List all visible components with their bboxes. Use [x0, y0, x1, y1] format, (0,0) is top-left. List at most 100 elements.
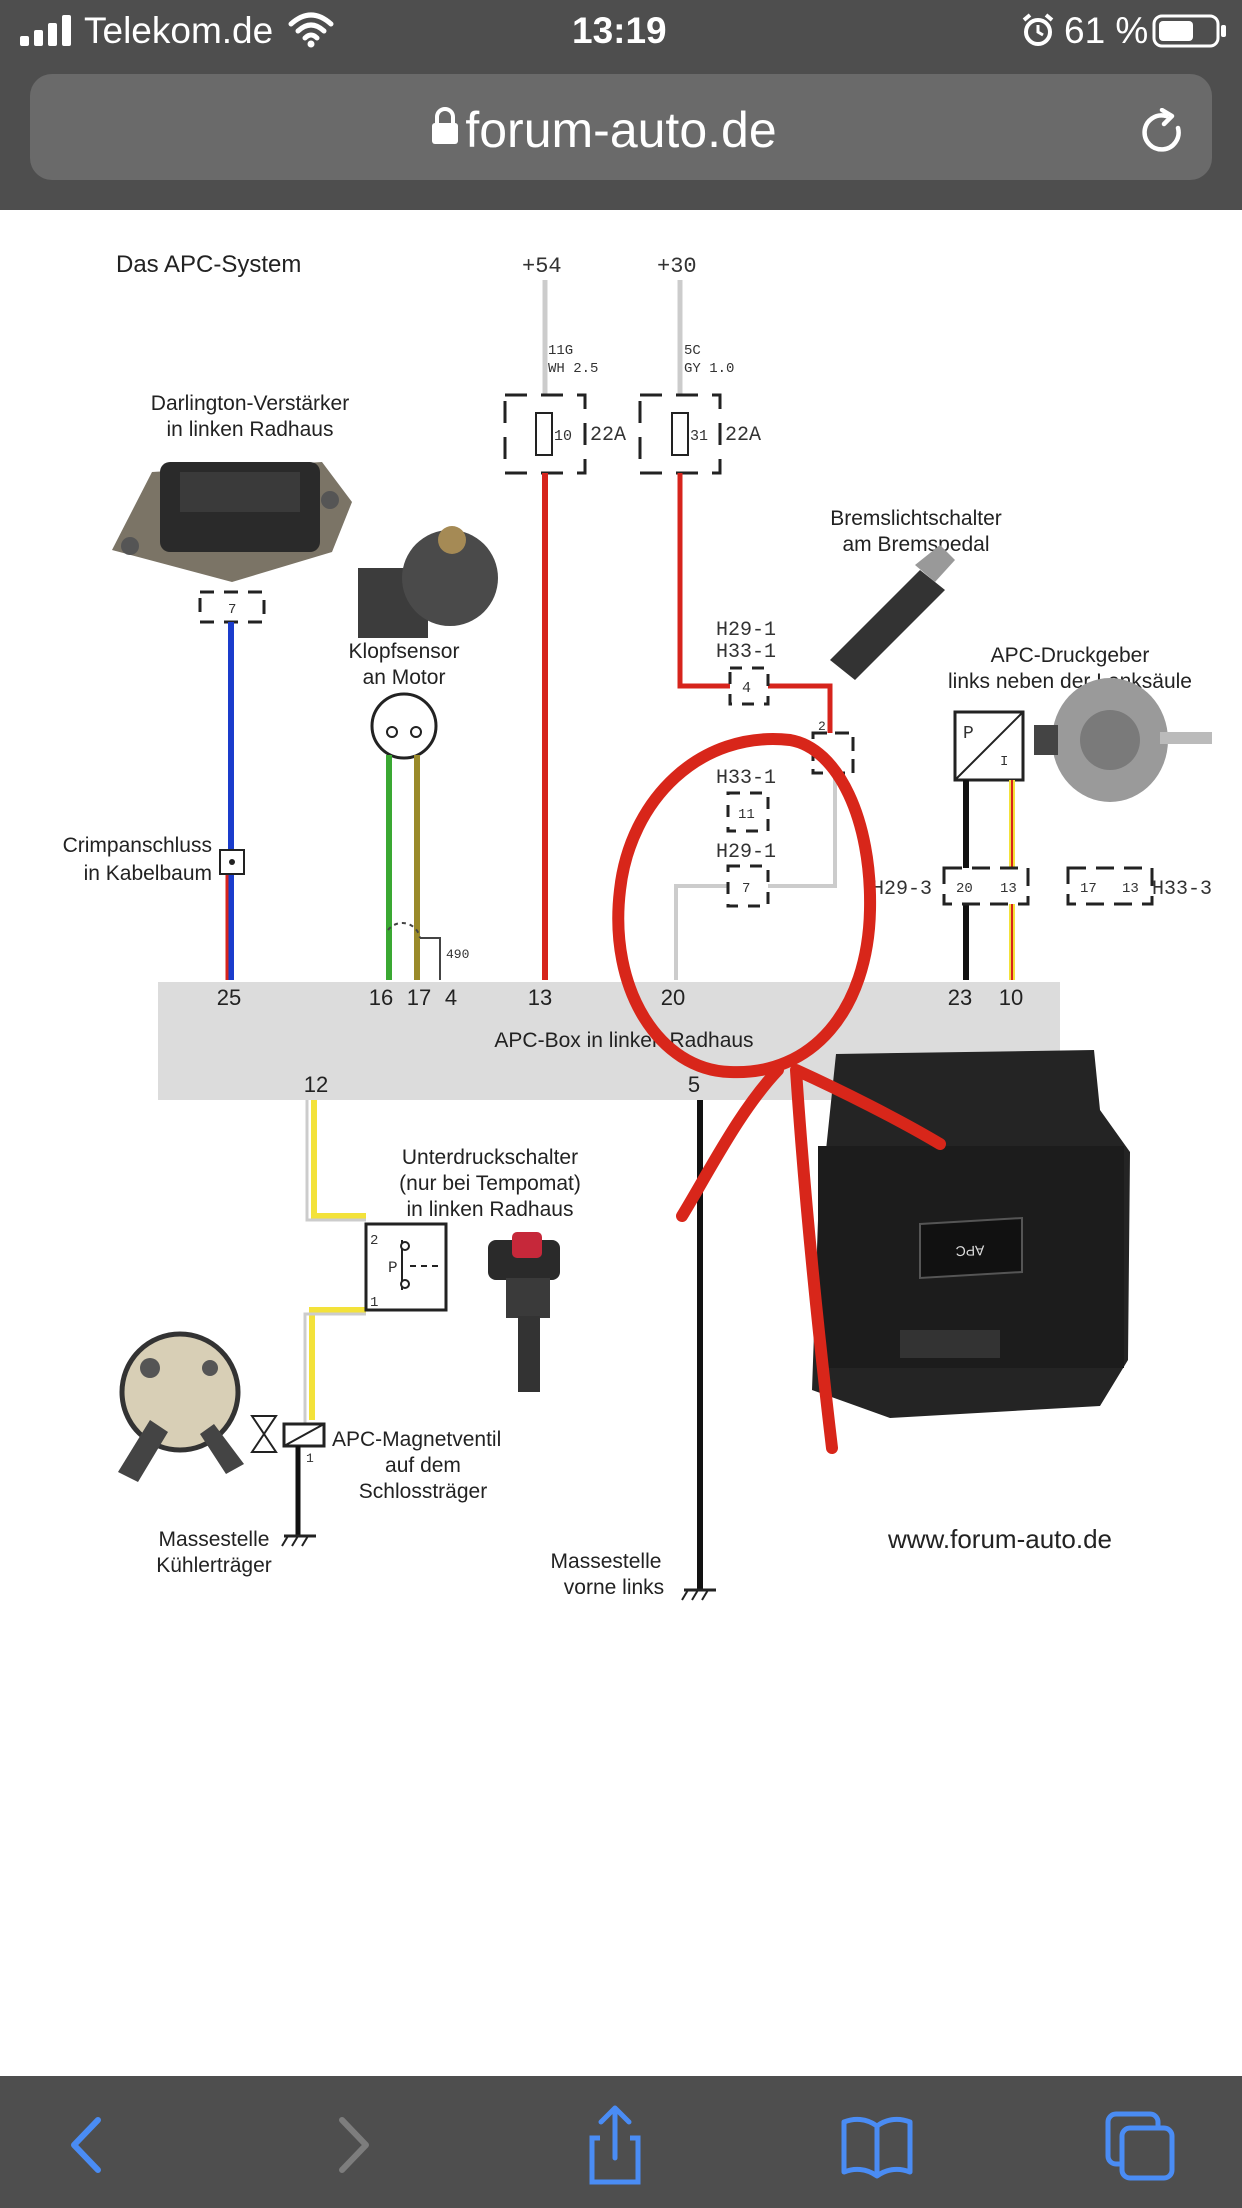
- wifi-icon: [288, 12, 334, 48]
- apc-ecu-image: APC: [812, 1050, 1130, 1418]
- h33-3-label: H33-3: [1152, 878, 1212, 901]
- brake-switch-label-2: am Bremspedal: [842, 533, 989, 556]
- ground-2-symbol: [681, 1588, 716, 1601]
- h33-3-pin-13: 13: [1122, 881, 1139, 897]
- brake-pin-2: 2: [818, 719, 826, 734]
- fuse-1: 10 22A: [503, 393, 626, 475]
- forward-icon[interactable]: [306, 2100, 396, 2190]
- pin-25: 25: [217, 985, 241, 1010]
- knock-sensor-symbol: [370, 692, 438, 760]
- pin-10: 10: [999, 985, 1023, 1010]
- wire-gy-label: GY 1.0: [684, 361, 734, 377]
- knock-sensor-label-1: Klopfsensor: [349, 640, 460, 663]
- darlington-label-2: in linken Radhaus: [167, 418, 334, 441]
- pin-20: 20: [661, 985, 685, 1010]
- h33-1-label-mid: H33-1: [716, 767, 776, 790]
- pin-23: 23: [948, 985, 972, 1010]
- h29-1-label-top: H29-1: [716, 619, 776, 642]
- vacuum-switch-p: P: [388, 1259, 398, 1277]
- h29-3-pin-20: 20: [956, 881, 973, 897]
- h33-1-label-top: H33-1: [716, 641, 776, 664]
- wire-5c-label: 5C: [684, 343, 701, 359]
- ground-1-label-1: Massestelle: [159, 1528, 270, 1551]
- pressure-sensor-image: [1034, 678, 1212, 802]
- brake-switch-image: [830, 545, 955, 680]
- pressure-sensor-label-1: APC-Druckgeber: [991, 644, 1150, 667]
- magnet-valve-symbol: 1: [250, 1415, 326, 1466]
- pressure-sensor-symbol: P I: [953, 710, 1025, 782]
- vacuum-switch-label-1: Unterdruckschalter: [402, 1146, 578, 1169]
- address-bar[interactable]: forum-auto.de: [30, 74, 1212, 180]
- terminal-30-label: +30: [657, 254, 697, 279]
- magnet-valve-label-1: APC-Magnetventil: [332, 1428, 501, 1451]
- pin-13: 13: [528, 985, 552, 1010]
- wire-12-yellow: [311, 1100, 366, 1219]
- connector-pin-11: 11: [726, 791, 770, 833]
- reload-icon[interactable]: [1138, 108, 1188, 158]
- wire-wh-label: WH 2.5: [548, 361, 598, 377]
- carrier-name: Telekom.de: [84, 10, 274, 51]
- website-label: www.forum-auto.de: [887, 1524, 1112, 1554]
- connector-pin-4-label: 4: [742, 680, 751, 697]
- annotation-arrow-right: [790, 1064, 946, 1454]
- url-text[interactable]: forum-auto.de: [465, 102, 777, 158]
- h33-3-pin-17: 17: [1080, 881, 1097, 897]
- ground-2-label-2: vorne links: [564, 1576, 664, 1599]
- h29-1-label-mid: H29-1: [716, 841, 776, 864]
- knock-sensor-image: [358, 526, 498, 638]
- browser-toolbar: [0, 2076, 1242, 2208]
- status-bar: Telekom.de 13:19 61 %: [0, 0, 1242, 62]
- lock-icon: [432, 107, 458, 144]
- annotation-circle: [612, 733, 877, 1079]
- fuse-2-number: 31: [690, 428, 708, 445]
- h33-3-connector: 17 13: [1066, 866, 1154, 906]
- browser-chrome: forum-auto.de: [0, 62, 1242, 210]
- terminal-54-label: +54: [522, 254, 562, 279]
- brake-switch-label-1: Bremslichtschalter: [830, 507, 1002, 530]
- battery-icon: [1152, 14, 1226, 48]
- share-icon[interactable]: [570, 2100, 660, 2190]
- wire-valve-yellow: [309, 1307, 366, 1420]
- tabs-icon[interactable]: [1096, 2100, 1186, 2190]
- vacuum-switch-symbol: 2 1 P: [364, 1222, 448, 1312]
- wire-30-red: [677, 473, 833, 745]
- ground-1-label-2: Kühlerträger: [156, 1554, 272, 1577]
- clock: 13:19: [572, 10, 667, 51]
- apc-box-label: APC-Box in linken Radhaus: [494, 1029, 753, 1052]
- fuse-2: 31 22A: [638, 393, 761, 475]
- alarm-icon: [1022, 13, 1054, 46]
- darlington-label-1: Darlington-Verstärker: [151, 392, 349, 415]
- magnet-valve-label-2: auf dem: [385, 1454, 461, 1477]
- pin-4: 4: [445, 985, 457, 1010]
- wire-11g-label: 11G: [548, 343, 573, 359]
- h29-3-connector: 20 13: [942, 866, 1030, 906]
- fuse-2-rating: 22A: [725, 424, 761, 447]
- bookmarks-icon[interactable]: [832, 2100, 922, 2190]
- diagram-title: Das APC-System: [116, 251, 301, 278]
- pin-17: 17: [407, 985, 431, 1010]
- signal-icon: [20, 15, 71, 46]
- crimp-label-2: in Kabelbaum: [84, 862, 212, 885]
- magnet-valve-label-3: Schlossträger: [359, 1480, 487, 1503]
- h29-3-pin-13: 13: [1000, 881, 1017, 897]
- darlington-amplifier-image: [112, 462, 352, 582]
- connector-pin-4: 4: [728, 666, 770, 706]
- connector-pin-11-label: 11: [738, 807, 755, 823]
- knock-sensor-label-2: an Motor: [363, 666, 446, 689]
- vacuum-switch-pin-2: 2: [370, 1233, 378, 1249]
- connector-pin-7-label: 7: [742, 881, 750, 897]
- connector-pin-7: 7: [726, 864, 770, 908]
- pin-16: 16: [369, 985, 393, 1010]
- fuse-1-number: 10: [554, 428, 572, 445]
- ecu-label: APC: [955, 1243, 984, 1260]
- apc-wiring-diagram: Das APC-System +54 +30 11G WH 2.5 5C GY …: [63, 251, 1212, 1601]
- magnet-valve-pin: 1: [306, 1451, 314, 1466]
- page-content: Das APC-System +54 +30 11G WH 2.5 5C GY …: [0, 210, 1242, 2076]
- vacuum-switch-label-3: in linken Radhaus: [407, 1198, 574, 1221]
- back-icon[interactable]: [44, 2100, 134, 2190]
- pressure-sensor-i: I: [1000, 754, 1008, 770]
- pin-5: 5: [688, 1072, 700, 1097]
- h29-3-label: H29-3: [872, 878, 932, 901]
- wire-490-label: 490: [446, 947, 469, 962]
- battery-percent: 61 %: [1064, 10, 1149, 51]
